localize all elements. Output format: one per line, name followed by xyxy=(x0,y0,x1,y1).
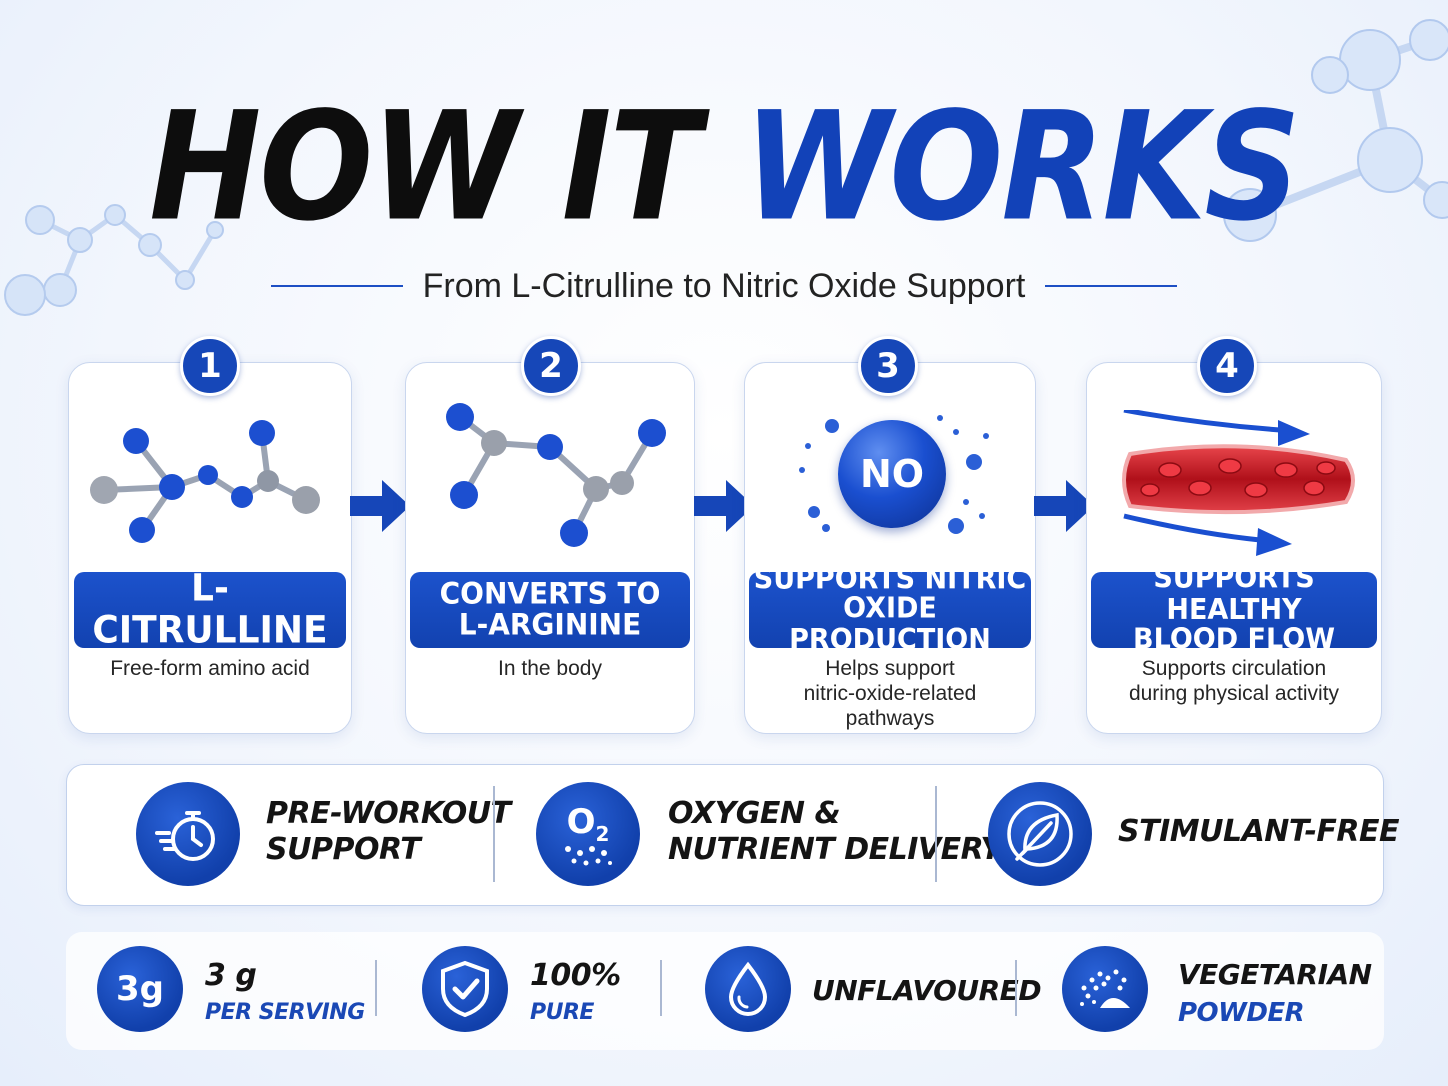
title-blue-part: WORKS xyxy=(743,79,1301,255)
water-drop-icon xyxy=(705,946,791,1032)
shield-check-icon xyxy=(422,946,508,1032)
badge-2-sub: PURE xyxy=(530,1000,594,1025)
step-card-1 xyxy=(68,362,352,734)
badge-1-main: 3 g xyxy=(205,958,257,993)
subtitle-divider-left xyxy=(270,285,403,287)
subtitle: From L-Citrulline to Nitric Oxide Suppor… xyxy=(422,266,1026,305)
step-desc-2-line1: In the body xyxy=(498,657,602,680)
step-label-4-line2: BLOOD FLOW xyxy=(1133,623,1335,656)
feature-2-line2: NUTRIENT DELIVERY xyxy=(668,832,1002,867)
no-molecule-label: NO xyxy=(859,452,925,496)
step-desc-1-line1: Free-form amino acid xyxy=(110,657,310,680)
badge-divider xyxy=(1015,960,1017,1016)
badge-1-sub: PER SERVING xyxy=(205,1000,365,1025)
step-label-4-line1: SUPPORTS HEALTHY xyxy=(1153,562,1315,627)
feature-2-line1: OXYGEN & xyxy=(668,796,841,831)
subtitle-divider-right xyxy=(1045,285,1178,287)
step-desc-2: In the body xyxy=(407,656,693,681)
step-number-1: 1 xyxy=(180,336,240,396)
feature-text-3: STIMULANT-FREE xyxy=(1118,814,1399,850)
badge-3-main: UNFLAVOURED xyxy=(812,974,1042,1007)
badge-4-main: VEGETARIAN xyxy=(1178,958,1372,991)
feature-divider xyxy=(935,786,937,882)
page-title: HOW IT WORKS xyxy=(0,92,1448,242)
step-number-4: 4 xyxy=(1197,336,1257,396)
badge-4-sub: POWDER xyxy=(1178,998,1305,1028)
badge-2-main: 100% xyxy=(530,958,621,993)
oxygen-icon-label: O xyxy=(566,801,596,842)
step-desc-3-line3: pathways xyxy=(845,707,935,730)
oxygen-icon: O2 xyxy=(536,782,640,886)
step-label-4: SUPPORTS HEALTHY BLOOD FLOW xyxy=(1091,564,1377,655)
feature-text-2: OXYGEN & NUTRIENT DELIVERY xyxy=(668,796,1002,868)
serving-icon: 3g xyxy=(97,946,183,1032)
step-desc-3-line1: Helps support xyxy=(825,657,955,680)
step-label-3-line1: SUPPORTS NITRIC xyxy=(753,563,1027,597)
arrow-right-icon xyxy=(350,480,410,532)
feature-3-line1: STIMULANT-FREE xyxy=(1118,814,1399,849)
step-label-2: CONVERTS TO L-ARGININE xyxy=(410,572,690,648)
serving-icon-label: 3g xyxy=(116,969,164,1009)
step-desc-4-line1: Supports circulation xyxy=(1141,657,1327,680)
arrow-right-icon xyxy=(1034,480,1094,532)
badge-divider xyxy=(660,960,662,1016)
step-desc-1: Free-form amino acid xyxy=(70,656,350,681)
subtitle-row: From L-Citrulline to Nitric Oxide Suppor… xyxy=(0,264,1448,308)
step-label-2-line1: CONVERTS TO xyxy=(439,576,661,611)
step-desc-4: Supports circulation during physical act… xyxy=(1088,656,1380,706)
step-label-2-line2: L-ARGININE xyxy=(458,607,642,642)
step-number-2: 2 xyxy=(521,336,581,396)
step-label-3-line2: OXIDE PRODUCTION xyxy=(789,592,991,657)
leaf-icon xyxy=(988,782,1092,886)
features-panel xyxy=(66,764,1384,906)
stopwatch-icon xyxy=(136,782,240,886)
title-dark-part: HOW IT xyxy=(149,79,701,255)
step-desc-3: Helps support nitric-oxide-related pathw… xyxy=(746,656,1034,731)
step-number-3: 3 xyxy=(858,336,918,396)
feature-1-line2: SUPPORT xyxy=(266,832,421,867)
step-desc-3-line2: nitric-oxide-related xyxy=(803,682,977,705)
no-molecule-icon: NO xyxy=(838,420,946,528)
feature-1-line1: PRE-WORKOUT xyxy=(266,796,511,831)
arrow-right-icon xyxy=(694,480,754,532)
feature-divider xyxy=(493,786,495,882)
step-label-1: L-CITRULLINE xyxy=(74,568,346,651)
step-desc-4-line2: during physical activity xyxy=(1128,682,1340,705)
oxygen-icon-subscript: 2 xyxy=(595,821,610,846)
badge-divider xyxy=(375,960,377,1016)
step-label-3: SUPPORTS NITRIC OXIDE PRODUCTION xyxy=(749,565,1031,656)
feature-text-1: PRE-WORKOUT SUPPORT xyxy=(266,796,511,868)
powder-icon xyxy=(1062,946,1148,1032)
step-label-1-line1: L-CITRULLINE xyxy=(92,567,328,652)
